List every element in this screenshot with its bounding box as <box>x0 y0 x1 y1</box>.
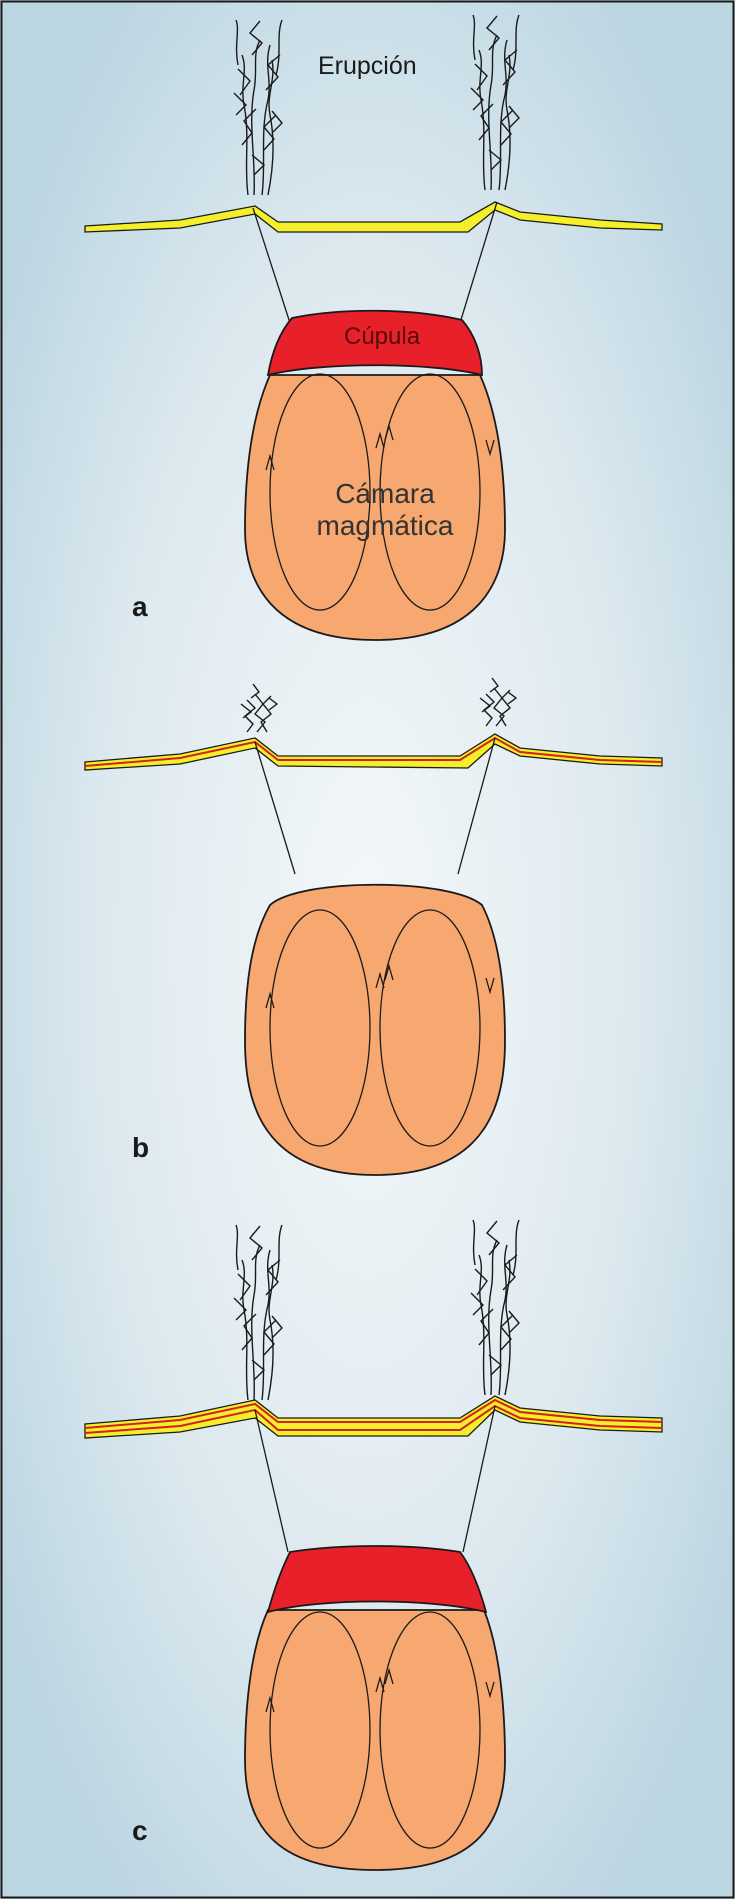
panel-letter-b: b <box>132 1132 149 1164</box>
cupola-dome <box>268 1546 486 1612</box>
magma-chamber-label-line2: magmática <box>305 510 465 542</box>
panel-letter-c: c <box>132 1815 148 1847</box>
panel-letter-a: a <box>132 591 148 623</box>
cupola-label: Cúpula <box>344 323 420 351</box>
magma-chamber-label-line1: Cámara <box>305 478 465 510</box>
eruption-label: Erupción <box>318 52 417 81</box>
magma-chamber <box>245 885 505 1175</box>
magma-chamber-label: Cámara magmática <box>305 478 465 542</box>
